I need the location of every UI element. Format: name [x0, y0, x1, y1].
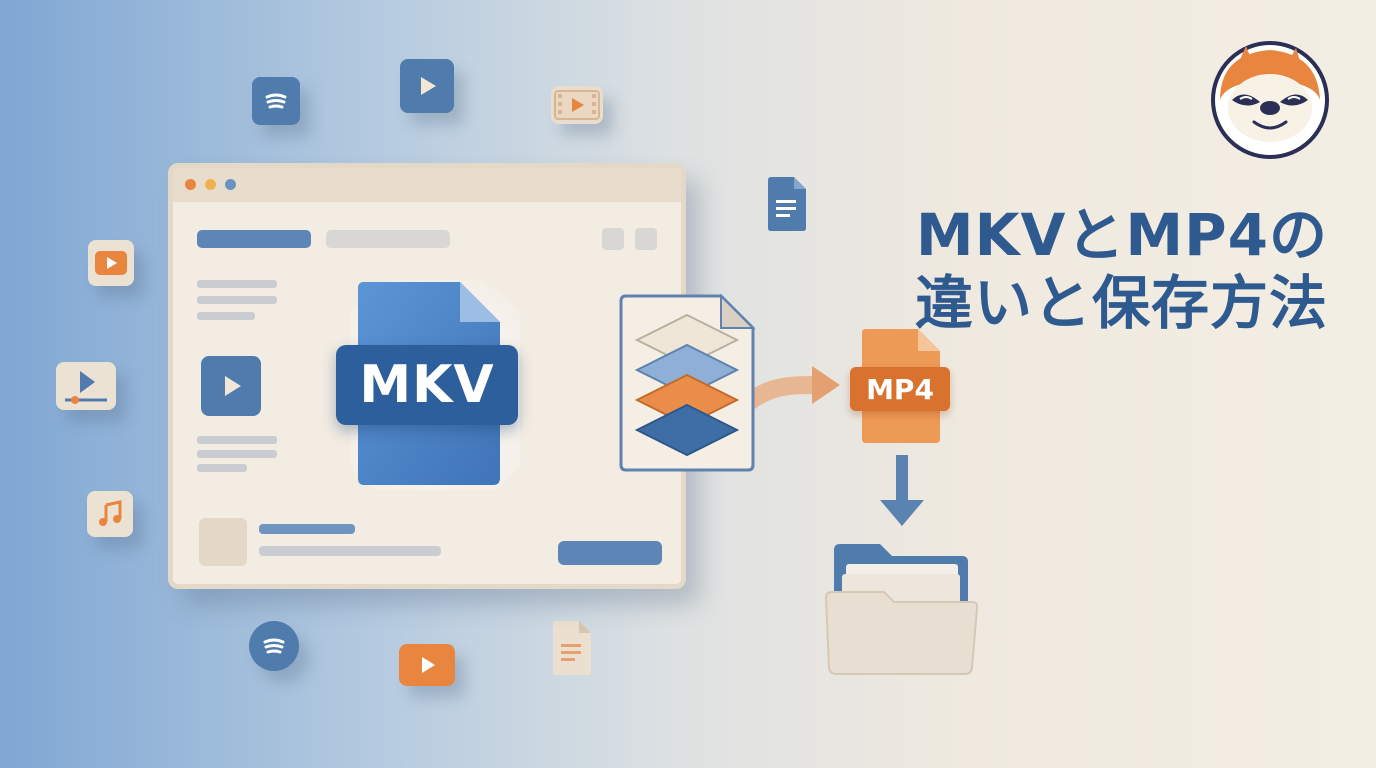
sound-wave-icon	[265, 93, 287, 109]
mkv-file: MKV	[336, 280, 520, 490]
document-icon	[553, 621, 591, 675]
text-line	[259, 546, 441, 556]
text-line-blue	[259, 524, 355, 534]
film-strip-tile	[551, 86, 603, 124]
mp4-badge: MP4	[850, 367, 950, 411]
document-icon	[768, 177, 806, 231]
video-play-icon	[95, 251, 127, 275]
play-tile-top	[400, 59, 454, 113]
sloth-mascot-icon	[1211, 41, 1329, 159]
content-bar-secondary	[326, 230, 450, 248]
music-tile	[87, 491, 133, 537]
text-line	[197, 312, 255, 320]
sound-wave-icon	[263, 638, 285, 654]
headline-line-1: MKVとMP4の	[915, 201, 1328, 269]
browser-titlebar	[173, 168, 681, 202]
text-line	[197, 436, 277, 444]
sloth-mascot	[1210, 40, 1330, 160]
document-tile-top	[766, 176, 808, 232]
window-close-dot[interactable]	[185, 179, 196, 190]
mkv-label: MKV	[359, 355, 495, 415]
mkv-badge: MKV	[336, 345, 518, 425]
video-player-tile	[56, 362, 116, 410]
film-strip-icon	[554, 90, 600, 120]
text-line	[197, 464, 247, 472]
video-thumb-button[interactable]	[201, 356, 261, 416]
play-tile-bottom	[399, 644, 455, 686]
mp4-file: MP4	[840, 327, 950, 447]
folder-icon	[824, 544, 979, 675]
action-button[interactable]	[558, 541, 662, 565]
text-line	[197, 450, 277, 458]
content-bar-primary	[197, 230, 311, 248]
mp4-label: MP4	[866, 372, 934, 406]
window-maximize-dot[interactable]	[225, 179, 236, 190]
text-line	[197, 296, 277, 304]
video-player-icon	[65, 371, 107, 404]
folder	[822, 540, 982, 676]
sound-wave-tile	[252, 77, 300, 125]
text-line	[197, 280, 277, 288]
window-minimize-dot[interactable]	[205, 179, 216, 190]
play-button-icon	[421, 77, 436, 95]
layers-icon	[619, 293, 756, 472]
play-button-icon	[225, 376, 241, 396]
toolbar-square-1	[602, 228, 624, 250]
document-tile-bottom	[551, 620, 593, 676]
video-tile-left	[88, 240, 134, 286]
headline-line-2: 違いと保存方法	[914, 269, 1328, 337]
toolbar-square-2	[635, 228, 657, 250]
layers-document	[617, 293, 757, 473]
music-note-icon	[99, 500, 122, 526]
play-button-icon	[422, 657, 435, 673]
avatar-placeholder	[199, 518, 247, 566]
sound-wave-tile-bottom	[249, 621, 299, 671]
